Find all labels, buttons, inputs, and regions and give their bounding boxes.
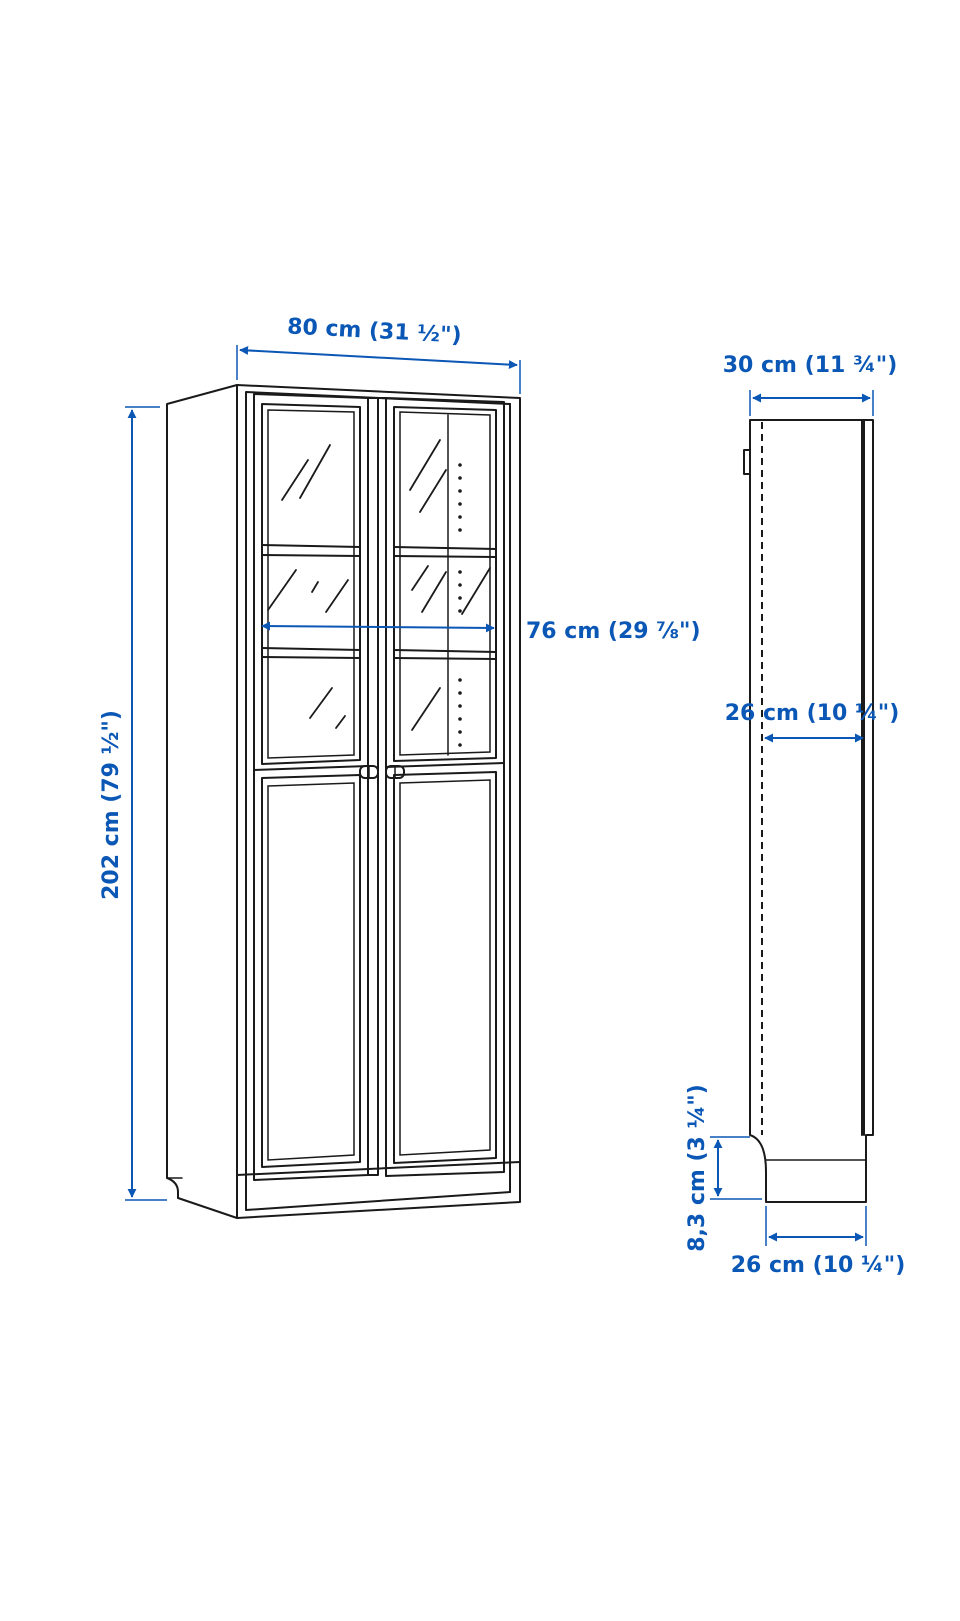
front-view	[166, 384, 521, 1219]
width-label: 80 cm (31 ½")	[287, 314, 463, 348]
door-knobs	[359, 765, 405, 779]
dimension-depth: 30 cm (11 ¾")	[723, 353, 898, 416]
right-door	[385, 397, 505, 1177]
left-door	[253, 393, 369, 1181]
dimension-plinth-height: 8,3 cm (3 ¼")	[685, 1084, 762, 1252]
dimension-inner-depth: 26 cm (10 ¼")	[725, 701, 900, 743]
side-panel	[166, 384, 238, 1219]
dimension-height: 202 cm (79 ½")	[99, 406, 167, 1201]
side-profile-outline	[749, 419, 874, 1203]
side-view	[743, 419, 874, 1203]
inner-width-label: 76 cm (29 ⅞")	[526, 619, 701, 644]
plinth-height-label: 8,3 cm (3 ¼")	[685, 1084, 710, 1252]
shelf-pin-holes	[458, 463, 462, 747]
dimension-width: 80 cm (31 ½")	[236, 314, 521, 394]
cabinet-outline	[236, 384, 521, 1219]
inner-depth-label: 26 cm (10 ¼")	[725, 701, 900, 726]
height-label: 202 cm (79 ½")	[99, 710, 124, 900]
base-depth-label: 26 cm (10 ¼")	[731, 1253, 906, 1278]
depth-label: 30 cm (11 ¾")	[723, 353, 898, 378]
dimension-inner-width: 76 cm (29 ⅞")	[261, 619, 701, 644]
dimension-base-depth: 26 cm (10 ¼")	[731, 1206, 906, 1278]
